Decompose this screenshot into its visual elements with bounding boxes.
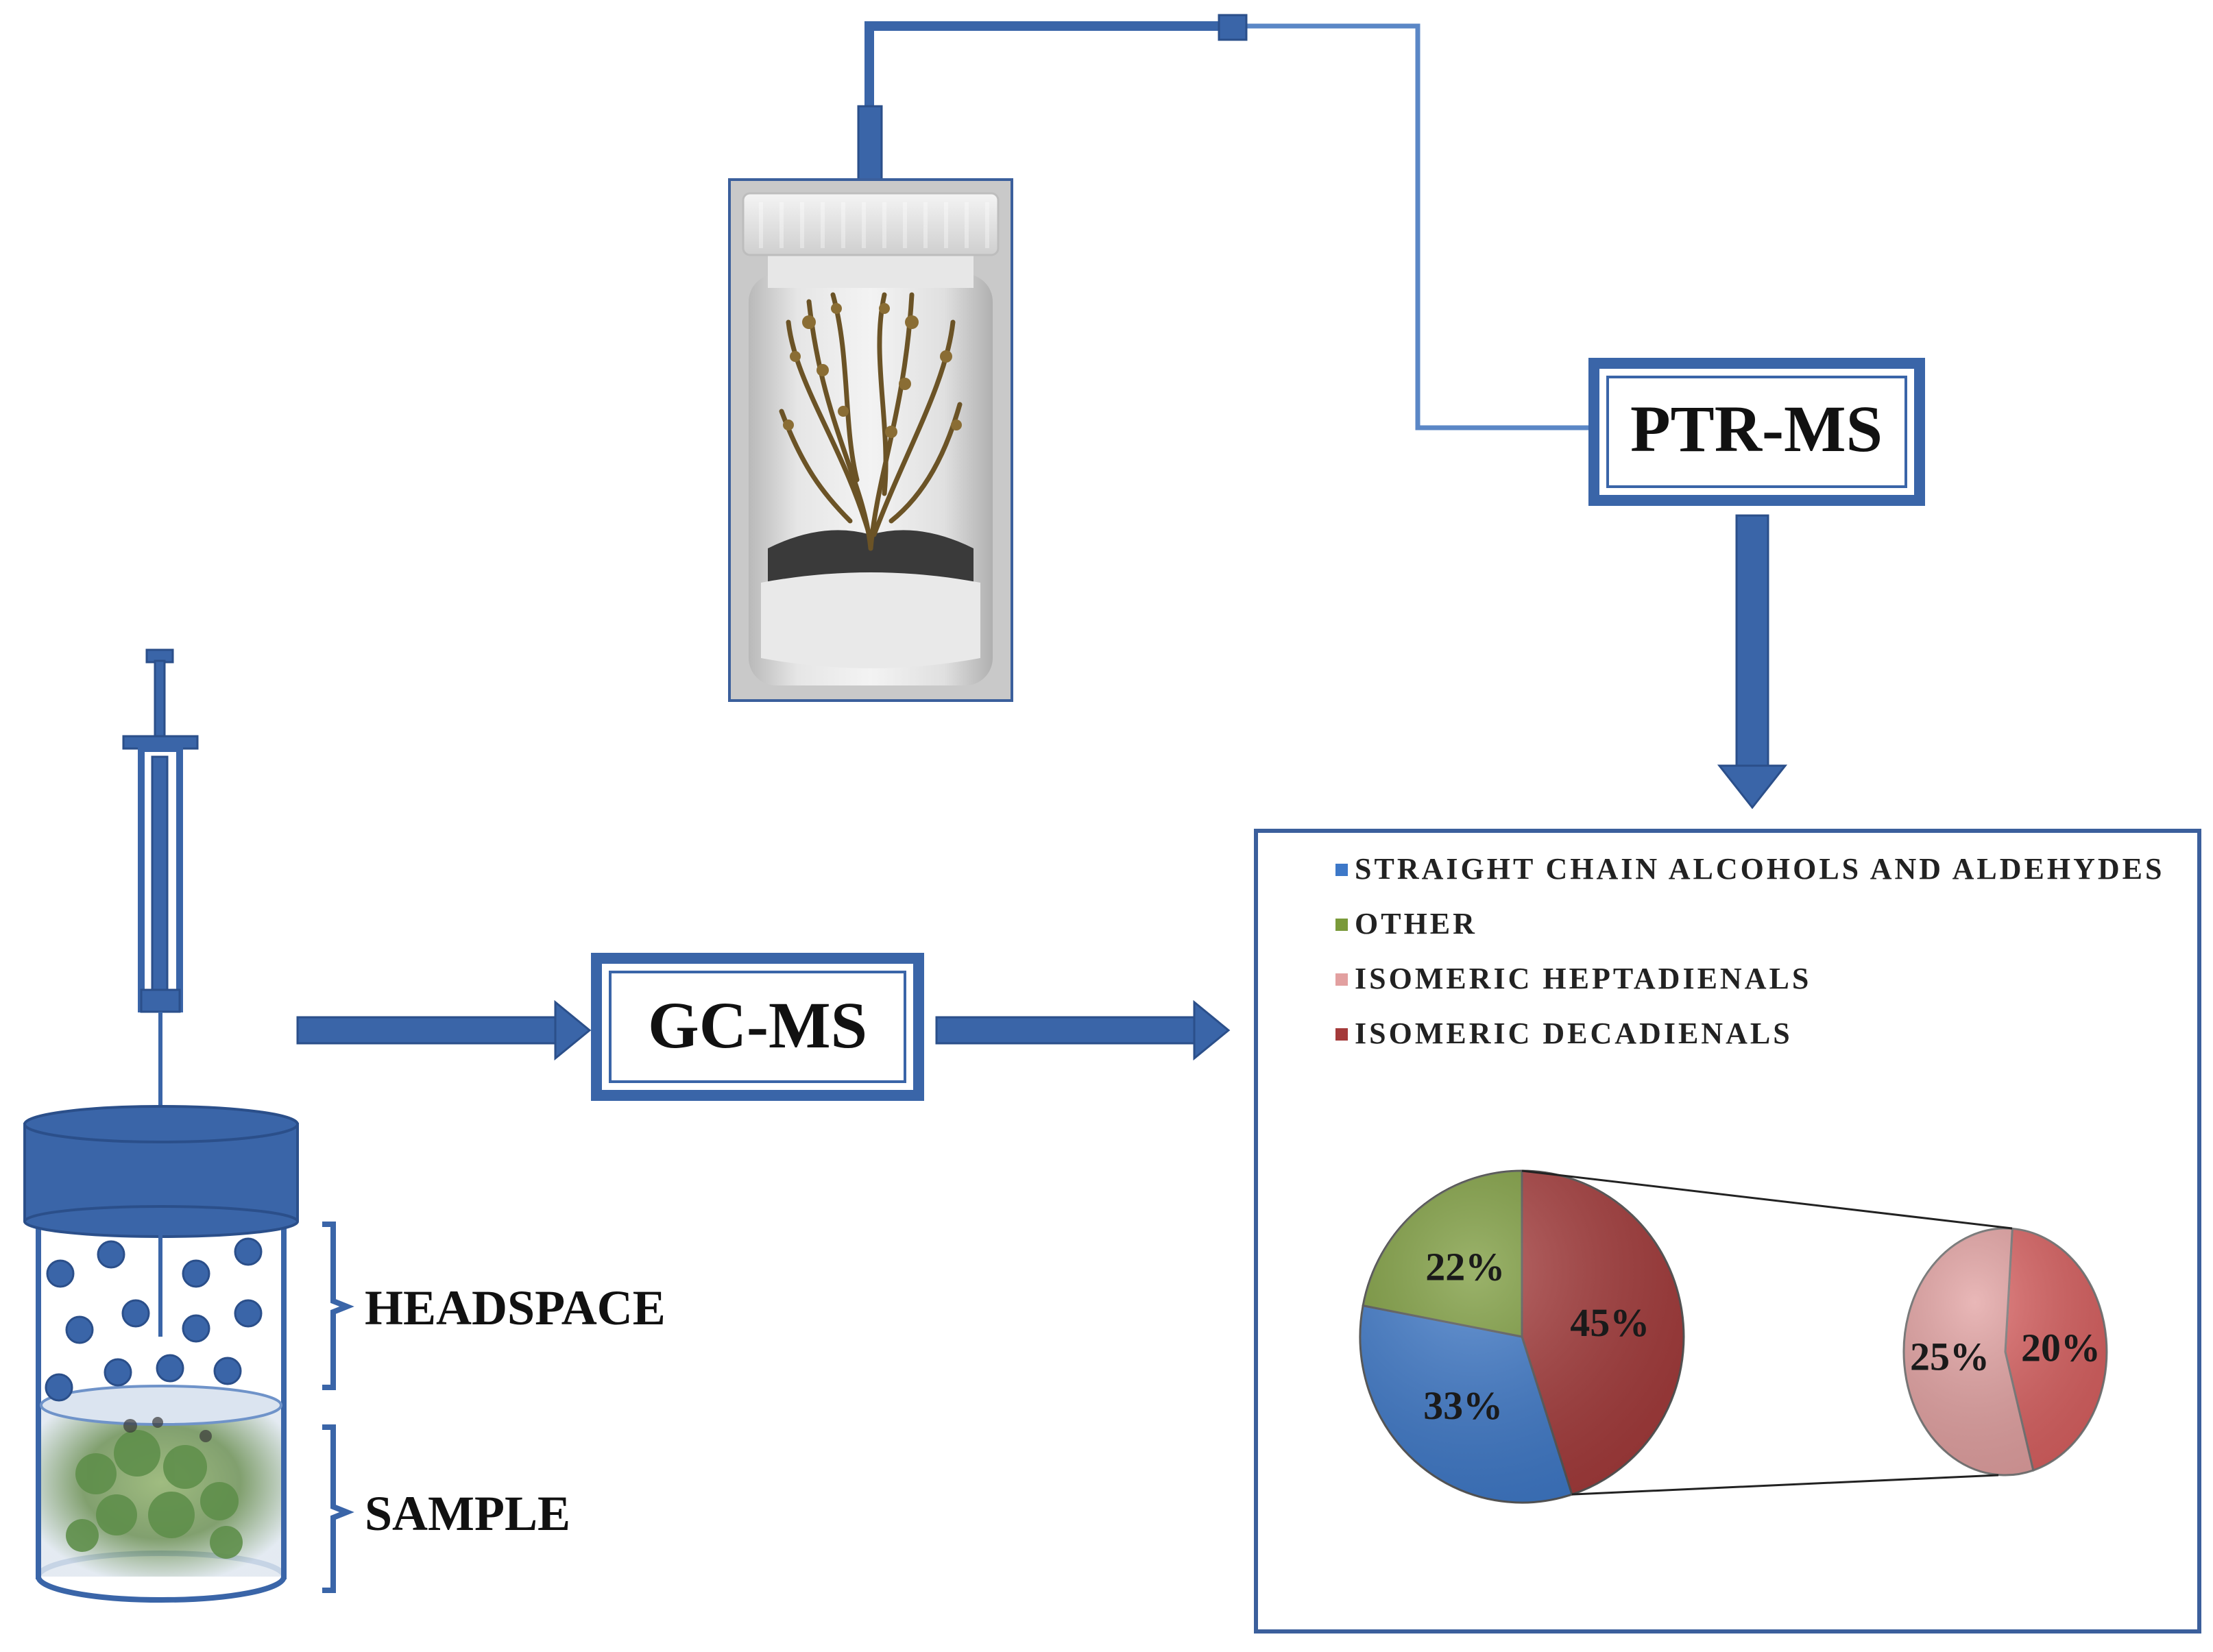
ptr-ms-box: PTR-MS [1588,358,1925,506]
flow-arrow-vial-to-gc [296,999,592,1061]
ptr-tubing [857,14,1591,430]
flow-arrow-ptr-to-chart [1717,514,1788,810]
legend-item-isomeric-decadienals: ISOMERIC DECADIENALS [1355,1017,1793,1050]
ptr-ms-label: PTR-MS [1630,392,1883,465]
headspace-vial-icon [23,1105,299,1603]
breakout-pie-label-isomeric-decadienals: 20% [2021,1325,2101,1370]
chart-panel: STRAIGHT CHAIN ALCOHOLS AND ALDEHYDES OTH… [1254,829,2201,1633]
legend-swatch-other [1335,919,1348,931]
headspace-label: HEADSPACE [365,1280,666,1335]
main-pie-label-isomeric-decadienals: 45% [1570,1300,1649,1345]
legend-item-isomeric-heptadienals: ISOMERIC HEPTADIENALS [1355,962,1811,995]
flow-arrow-gc-to-chart [935,999,1231,1061]
sample-bracket [322,1424,354,1593]
gc-ms-label: GC-MS [648,988,867,1062]
sample-jar-photo [728,178,1013,702]
legend-item-straight-chain-alcohols-and-aldehydes: STRAIGHT CHAIN ALCOHOLS AND ALDEHYDES [1355,852,2164,886]
headspace-bracket [322,1222,354,1390]
pie-of-pie-chart: 45% 33% 22% 20% 25% [1359,1169,2108,1504]
connector-line-bottom [1571,1474,1999,1496]
legend-swatch-isomeric-heptadienals [1335,973,1348,986]
legend-swatch-isomeric-decadienals [1335,1028,1348,1041]
breakout-pie-shading [1904,1228,2107,1475]
connector-line-top [1521,1169,2013,1230]
breakout-pie-label-isomeric-heptadienals: 25% [1910,1335,1990,1379]
legend-swatch-straight-chain-alcohols-and-aldehydes [1335,864,1348,876]
legend-item-other: OTHER [1355,907,1477,940]
sample-label: SAMPLE [365,1486,570,1541]
main-pie-label-straight-chain-alcohols-and-aldehydes: 33% [1423,1383,1503,1428]
syringe-icon [122,648,199,1131]
main-pie-shading [1360,1171,1684,1503]
chart-legend: STRAIGHT CHAIN ALCOHOLS AND ALDEHYDES OTH… [1335,852,2164,1050]
gc-ms-box: GC-MS [591,953,924,1101]
main-pie-label-other: 22% [1425,1244,1505,1289]
